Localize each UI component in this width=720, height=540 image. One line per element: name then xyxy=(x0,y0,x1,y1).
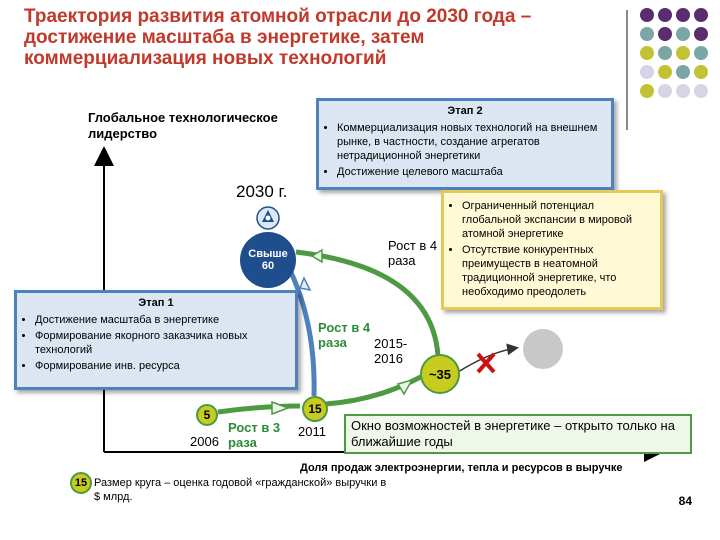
decor-dot xyxy=(640,65,654,79)
decor-dot xyxy=(676,8,690,22)
decor-dot xyxy=(658,84,672,98)
decor-dot xyxy=(640,8,654,22)
trajectory-2016-2030 xyxy=(295,249,441,357)
y-axis-label: Глобальное технологическое лидерство xyxy=(88,110,278,141)
stage1-item: Формирование якорного заказчика новых те… xyxy=(35,329,289,357)
decor-dot xyxy=(694,46,708,60)
bubble-2006: 5 xyxy=(196,404,218,426)
stage2-list: Коммерциализация новых технологий на вне… xyxy=(319,121,611,179)
opportunity-window-box: Окно возможностей в энергетике – открыто… xyxy=(344,414,692,454)
trajectory-2011-2030 xyxy=(283,260,317,397)
legend-text: Размер круга – оценка годовой «гражданск… xyxy=(94,477,387,503)
bubble-2011: 15 xyxy=(302,396,328,422)
decor-dot xyxy=(640,27,654,41)
decor-dot xyxy=(676,65,690,79)
decor-dot xyxy=(694,27,708,41)
trajectory-arrowhead xyxy=(271,400,291,416)
risks-list: Ограниченный потенциал глобальной экспан… xyxy=(444,193,660,299)
year-2006-label: 2006 xyxy=(190,434,219,449)
stage2-box: Этап 2 Коммерциализация новых технологий… xyxy=(316,98,614,190)
growth-label-bottom: Рост в 3 раза xyxy=(228,420,281,450)
stage2-item: Достижение целевого масштаба xyxy=(337,165,605,179)
year-2011-label: 2011 xyxy=(298,424,326,439)
trajectory-arrowhead xyxy=(298,276,312,292)
bubble-2030-value: Свыше 60 xyxy=(248,248,288,272)
decor-dot xyxy=(694,8,708,22)
decor-dot xyxy=(658,46,672,60)
decor-dot xyxy=(676,27,690,41)
growth-label-top: Рост в 4 раза xyxy=(388,238,438,268)
blocked-path xyxy=(457,343,519,373)
legend-sample-value: 15 xyxy=(74,477,88,489)
year-2030-label: 2030 г. xyxy=(236,182,288,201)
decor-dot xyxy=(658,8,672,22)
bubble-2030: Свыше 60 xyxy=(240,232,296,288)
stage1-title: Этап 1 xyxy=(138,297,174,309)
stage2-title: Этап 2 xyxy=(447,105,483,117)
trajectory-arrowhead xyxy=(396,378,414,396)
bubble-2016-value: ~35 xyxy=(428,366,452,382)
year-2016-label: 2015-2016 xyxy=(374,336,408,366)
blocked-cross-icon xyxy=(476,352,496,374)
risks-box: Ограниченный потенциал глобальной экспан… xyxy=(441,190,663,310)
x-axis-label: Доля продаж электроэнергии, тепла и ресу… xyxy=(300,462,623,474)
decor-dot xyxy=(658,27,672,41)
growth-label-middle: Рост в 4 раза xyxy=(318,320,371,350)
risk-item: Ограниченный потенциал глобальной экспан… xyxy=(462,199,654,241)
decor-dot xyxy=(694,84,708,98)
stage1-box: Этап 1 Достижение масштаба в энергетике … xyxy=(14,290,298,390)
stage1-item: Формирование инв. ресурса xyxy=(35,359,289,373)
ghost-bubble xyxy=(523,329,563,369)
decor-divider xyxy=(626,10,628,130)
risk-item: Отсутствие конкурентных преимуществ в не… xyxy=(462,243,654,299)
decor-dot xyxy=(676,46,690,60)
stage2-item: Коммерциализация новых технологий на вне… xyxy=(337,121,605,163)
stage1-item: Достижение масштаба в энергетике xyxy=(35,313,289,327)
trajectory-2006-2011 xyxy=(217,403,301,415)
bubble-2011-value: 15 xyxy=(308,402,322,416)
trajectory-arrowhead xyxy=(310,248,323,264)
decor-dot xyxy=(694,65,708,79)
bubble-2006-value: 5 xyxy=(203,408,211,422)
bubble-2016: ~35 xyxy=(420,354,460,394)
decor-dot xyxy=(640,84,654,98)
page-number: 84 xyxy=(678,494,692,508)
decor-dot xyxy=(658,65,672,79)
opportunity-window-text: Окно возможностей в энергетике – открыто… xyxy=(351,418,675,449)
trajectory-2011-2016 xyxy=(325,371,428,407)
page-title: Траектория развития атомной отрасли до 2… xyxy=(24,6,532,69)
decor-dot xyxy=(676,84,690,98)
stage1-list: Достижение масштаба в энергетике Формиро… xyxy=(17,313,295,373)
decor-dot xyxy=(640,46,654,60)
atom-logo-icon xyxy=(256,206,280,230)
legend-sample-bubble: 15 xyxy=(70,472,92,494)
